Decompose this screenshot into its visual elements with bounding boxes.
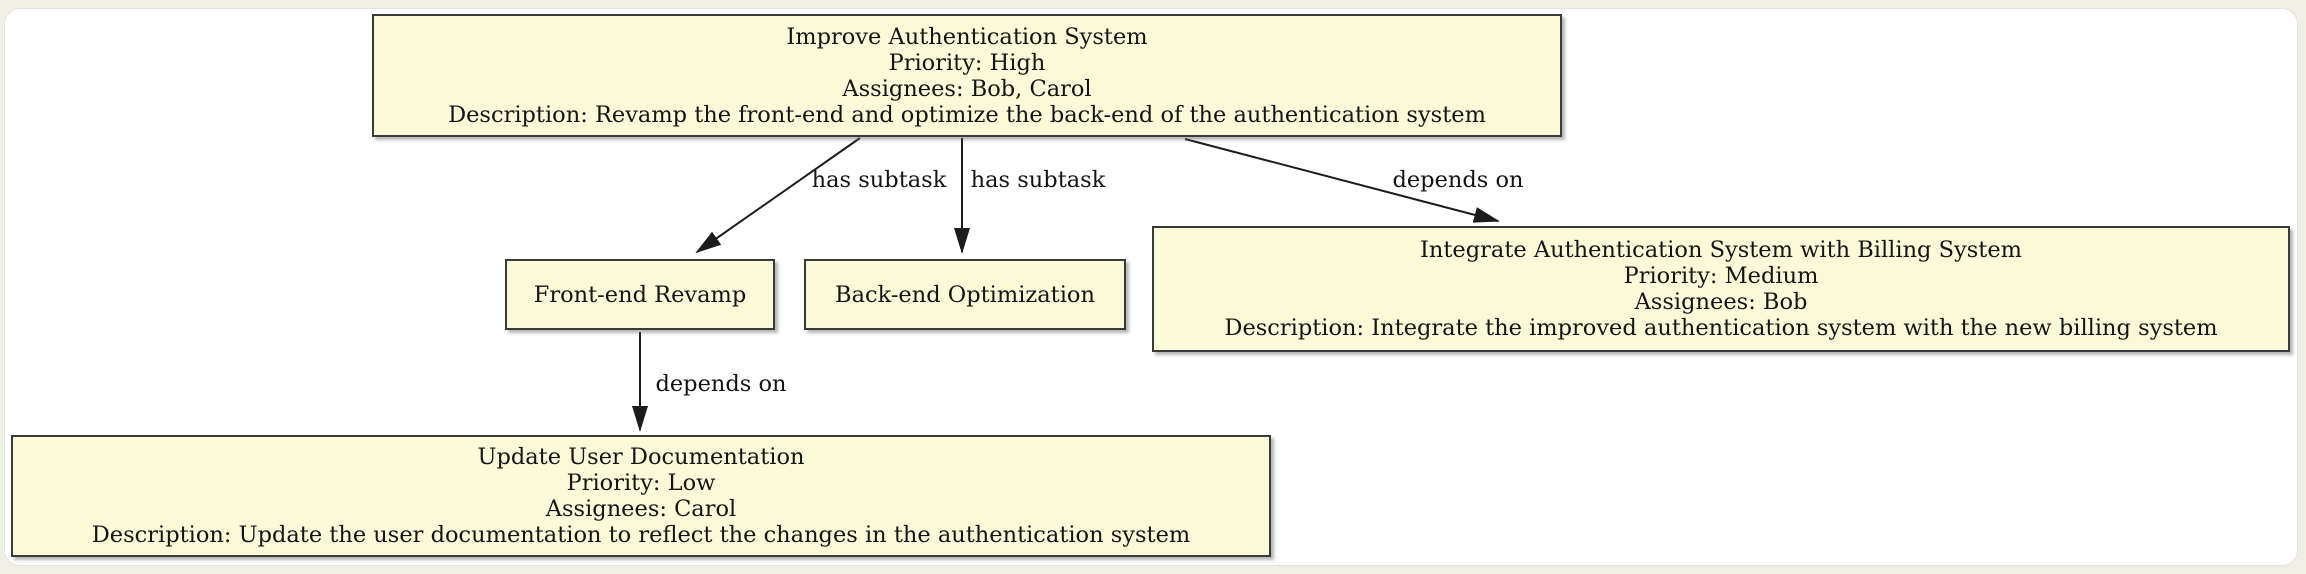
task-priority: Priority: Medium bbox=[1623, 263, 1819, 289]
task-title: Update User Documentation bbox=[477, 444, 805, 470]
task-title: Integrate Authentication System with Bil… bbox=[1420, 237, 2022, 263]
task-node-update-user-documentation: Update User Documentation Priority: Low … bbox=[11, 435, 1271, 557]
task-node-improve-authentication-system: Improve Authentication System Priority: … bbox=[372, 14, 1562, 137]
task-title: Front-end Revamp bbox=[533, 281, 747, 308]
task-description: Description: Integrate the improved auth… bbox=[1224, 315, 2218, 341]
edge-label-has-subtask-1: has subtask bbox=[811, 167, 947, 193]
task-description: Description: Revamp the front-end and op… bbox=[448, 101, 1486, 128]
task-title: Back-end Optimization bbox=[835, 281, 1095, 308]
task-priority: Priority: High bbox=[888, 49, 1046, 76]
task-node-integrate-authentication-billing: Integrate Authentication System with Bil… bbox=[1152, 226, 2290, 352]
task-node-front-end-revamp: Front-end Revamp bbox=[505, 259, 775, 330]
task-assignees: Assignees: Bob bbox=[1634, 289, 1808, 315]
edge-label-depends-on-integrate: depends on bbox=[1392, 167, 1524, 193]
task-priority: Priority: Low bbox=[566, 470, 716, 496]
task-node-back-end-optimization: Back-end Optimization bbox=[804, 259, 1126, 330]
edge-label-has-subtask-2: has subtask bbox=[970, 167, 1106, 193]
task-title: Improve Authentication System bbox=[786, 23, 1148, 50]
task-assignees: Assignees: Bob, Carol bbox=[842, 75, 1092, 102]
task-assignees: Assignees: Carol bbox=[545, 496, 737, 522]
task-description: Description: Update the user documentati… bbox=[91, 522, 1191, 548]
edge-label-depends-on-update-docs: depends on bbox=[655, 371, 787, 397]
